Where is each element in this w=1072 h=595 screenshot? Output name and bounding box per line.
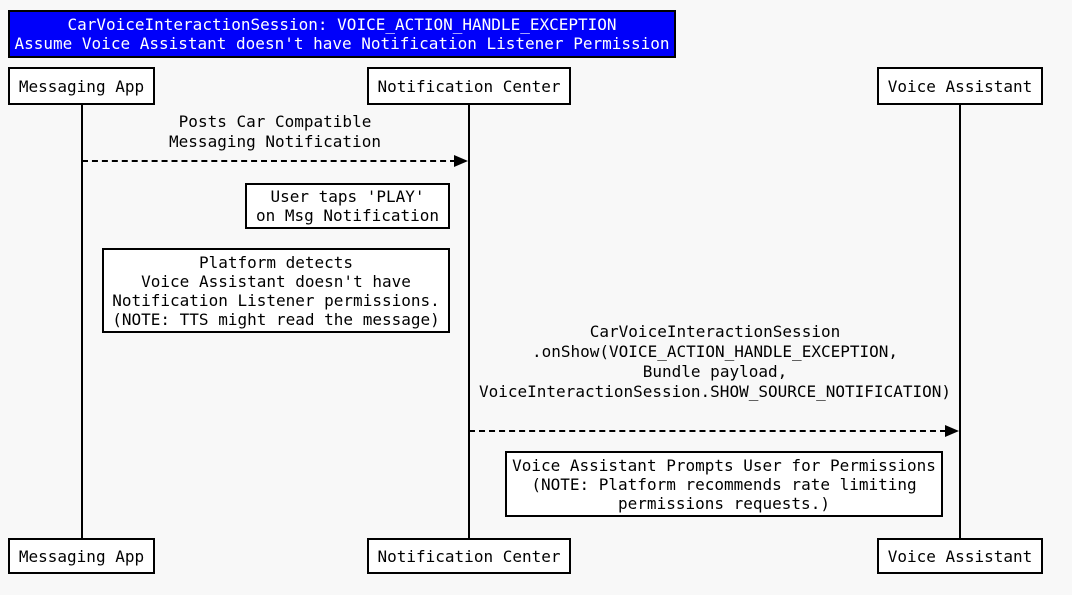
note-platform-detects: Platform detects Voice Assistant doesn't… [102,248,450,333]
message-label-posts-notification: Posts Car Compatible Messaging Notificat… [82,112,468,152]
note-line: (NOTE: TTS might read the message) [112,309,440,329]
participant-bottom-notification-center: Notification Center [367,538,571,574]
note-line: (NOTE: Platform recommends rate limiting [531,474,917,494]
message-line: CarVoiceInteractionSession [589,322,841,341]
participant-label: Notification Center [377,76,561,96]
participant-label: Messaging App [18,76,145,96]
participant-bottom-messaging-app: Messaging App [8,538,155,574]
message-label-onshow: CarVoiceInteractionSession .onShow(VOICE… [455,322,975,402]
message-arrow-posts-notification [82,160,456,162]
note-line: Voice Assistant Prompts User for Permiss… [512,455,936,475]
participant-label: Notification Center [377,546,561,566]
message-arrow-onshow [469,430,946,432]
message-line: Bundle payload, [642,362,788,381]
diagram-title-line2: Assume Voice Assistant doesn't have Noti… [14,34,670,53]
note-line: Voice Assistant doesn't have [141,271,411,291]
participant-label: Messaging App [18,546,145,566]
lifeline-voice-assistant [959,105,961,538]
message-line: Posts Car Compatible [178,112,372,131]
lifeline-messaging-app [81,105,83,538]
arrowhead-right-icon [454,155,468,167]
note-line: Notification Listener permissions. [112,290,440,310]
arrowhead-right-icon [945,425,959,437]
participant-top-messaging-app: Messaging App [8,67,155,105]
note-line: on Msg Notification [255,206,440,225]
lifeline-notification-center [468,105,470,538]
note-user-taps-play: User taps 'PLAY' on Msg Notification [245,183,450,229]
diagram-title-line1: CarVoiceInteractionSession: VOICE_ACTION… [67,15,617,34]
message-line: .onShow(VOICE_ACTION_HANDLE_EXCEPTION, [531,342,899,361]
note-line: Platform detects [198,252,354,272]
participant-bottom-voice-assistant: Voice Assistant [877,538,1043,574]
message-line: VoiceInteractionSession.SHOW_SOURCE_NOTI… [478,382,951,401]
participant-top-voice-assistant: Voice Assistant [877,67,1043,105]
note-va-prompts-permissions: Voice Assistant Prompts User for Permiss… [505,451,943,517]
participant-label: Voice Assistant [887,76,1033,96]
participant-top-notification-center: Notification Center [367,67,571,105]
diagram-title-box: CarVoiceInteractionSession: VOICE_ACTION… [8,10,676,58]
note-line: User taps 'PLAY' [270,187,425,206]
message-line: Messaging Notification [169,132,381,151]
participant-label: Voice Assistant [887,546,1033,566]
note-line: permissions requests.) [618,493,830,513]
